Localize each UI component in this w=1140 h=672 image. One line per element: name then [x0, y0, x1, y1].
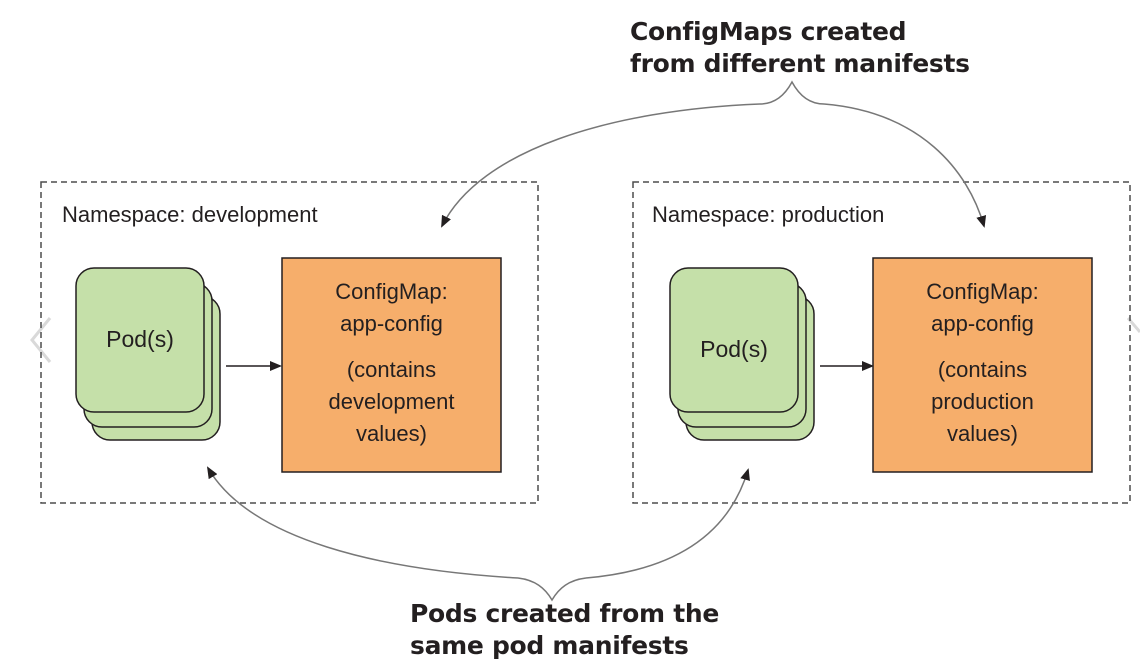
configmap-development-text: ConfigMap: app-config (contains developm… [282, 276, 501, 450]
pod-label-development: Pod(s) [106, 326, 174, 352]
namespace-development-label: Namespace: development [62, 202, 318, 227]
prev-chevron-icon[interactable] [30, 317, 52, 363]
configmap-arrow-to-development [441, 103, 761, 228]
configmap-development-line4: development [328, 389, 455, 414]
configmaps-callout-line2: from different manifests [630, 49, 970, 78]
configmap-production-line1: ConfigMap: [926, 279, 1039, 304]
configmap-production-line2: app-config [931, 311, 1034, 336]
configmap-development-line1: ConfigMap: [335, 279, 448, 304]
namespace-production-label: Namespace: production [652, 202, 885, 227]
pod-stack-development [75, 267, 221, 441]
configmaps-callout: ConfigMaps created from different manife… [630, 16, 970, 80]
pod-arrow-to-production [585, 468, 750, 579]
configmaps-callout-line1: ConfigMaps created [630, 17, 907, 46]
configmap-development-line3: (contains [346, 357, 437, 382]
pods-callout-line1: Pods created from the [410, 599, 719, 628]
configmap-development-box [281, 257, 502, 473]
pods-callout: Pods created from the same pod manifests [410, 598, 719, 662]
pod-label-production: Pod(s) [700, 336, 768, 362]
namespace-development-box [40, 181, 539, 504]
configmap-arrow-to-production [823, 103, 987, 228]
configmap-production-line5: values) [947, 421, 1018, 446]
configmap-development-line5: values) [356, 421, 427, 446]
top-brace-curve [759, 80, 825, 105]
pods-callout-line2: same pod manifests [410, 631, 689, 660]
namespace-production-box [632, 181, 1131, 504]
configmap-production-line4: production [931, 389, 1034, 414]
pod-stack-production [669, 267, 815, 441]
configmap-production-line3: (contains [937, 357, 1028, 382]
bottom-brace-curve [517, 577, 587, 602]
configmap-production-box [872, 257, 1093, 473]
configmap-development-line2: app-config [340, 311, 443, 336]
configmap-production-text: ConfigMap: app-config (contains producti… [873, 276, 1092, 450]
pod-arrow-to-development [206, 466, 519, 579]
